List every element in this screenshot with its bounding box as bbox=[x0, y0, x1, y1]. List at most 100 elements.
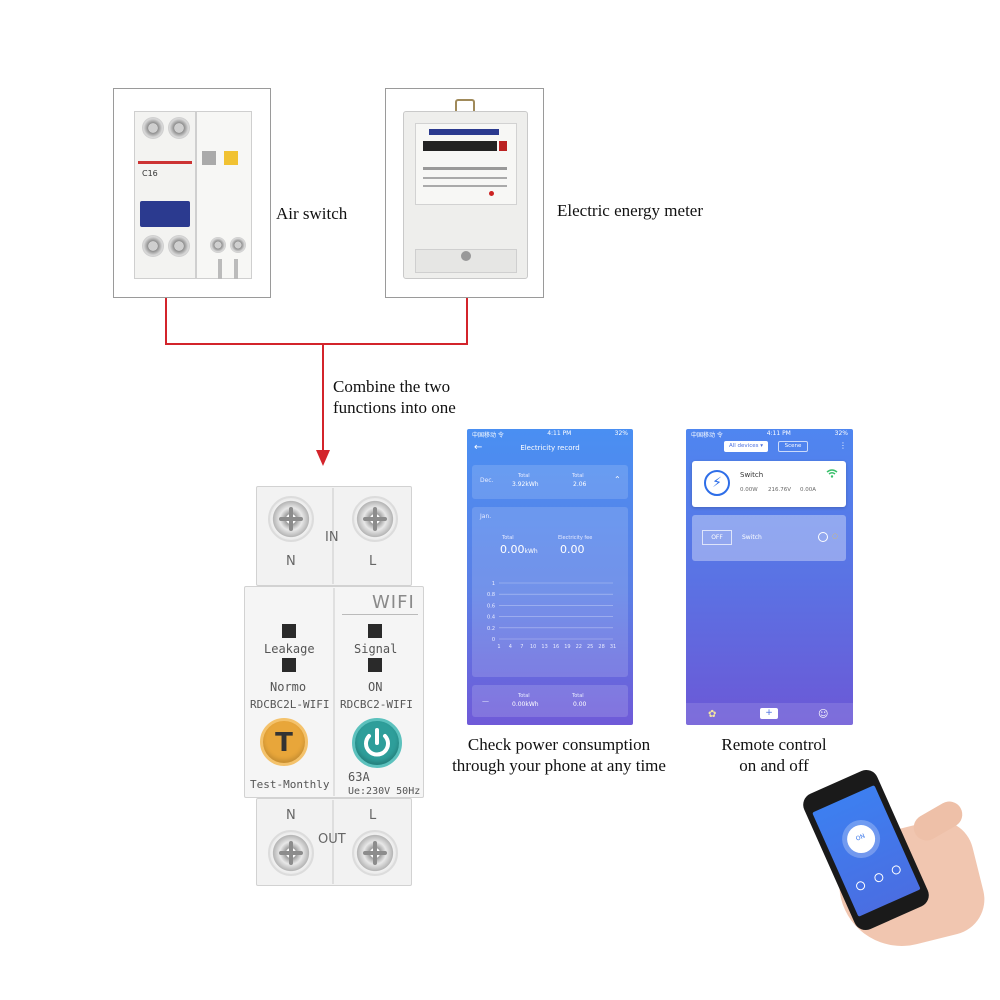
chart-x-tick: 7 bbox=[520, 644, 523, 650]
normo-label: Normo bbox=[270, 680, 307, 694]
connector-left bbox=[165, 298, 167, 344]
voltage-rating: Ue:230V 50Hz bbox=[348, 786, 421, 797]
model-left: RDCBC2L-WIFI bbox=[250, 698, 330, 711]
hand-phone-icon-row bbox=[854, 863, 903, 893]
device2-state: OFF bbox=[702, 530, 732, 545]
leakage-label: Leakage bbox=[264, 642, 315, 656]
leakage-led bbox=[282, 624, 296, 638]
n-label-bottom: N bbox=[286, 808, 296, 823]
device2-name: Switch bbox=[742, 534, 762, 541]
air-switch-frame: C16 bbox=[113, 88, 271, 298]
terminal-in-l bbox=[352, 496, 398, 542]
dec-label: Dec. bbox=[480, 477, 494, 484]
dec-cost: 2.06 bbox=[573, 481, 587, 488]
device1-voltage: 216.76V bbox=[768, 487, 792, 493]
hand-with-phone: ON bbox=[799, 766, 992, 960]
jan-fee: 0.00 bbox=[560, 543, 585, 556]
wifi-label: WIFI bbox=[372, 592, 415, 613]
chart-x-tick: 16 bbox=[553, 644, 559, 650]
terminal-out-n bbox=[268, 830, 314, 876]
status-bar: 中国移动 令 4:11 PM 32% bbox=[472, 430, 628, 439]
test-label: Test-Monthly bbox=[250, 778, 330, 791]
record-title: Electricity record bbox=[520, 444, 580, 452]
tab-scene[interactable]: Scene bbox=[778, 441, 808, 452]
air-switch-caption: Air switch bbox=[276, 204, 348, 223]
smart-breaker: IN N L WIFI Leakage Signal Normo ON RDCB… bbox=[244, 486, 424, 886]
arrow-back-icon[interactable]: ← bbox=[474, 442, 483, 453]
combine-caption-1: Combine the two bbox=[333, 377, 451, 396]
power-icon bbox=[364, 728, 390, 757]
hand-phone-on-button[interactable]: ON bbox=[842, 820, 880, 858]
device-card-on[interactable]: ⚡ Switch 0.00W 216.76V 0.00A bbox=[692, 461, 846, 507]
connector-down bbox=[322, 343, 324, 453]
chart-y-tick: 0.2 bbox=[487, 626, 495, 632]
chart-x-tick: 13 bbox=[541, 644, 547, 650]
device-card-off[interactable]: OFF Switch ◌ bbox=[692, 515, 846, 561]
consumption-caption-2: through your phone at any time bbox=[452, 756, 666, 775]
chart-x-tick: 19 bbox=[564, 644, 570, 650]
meter-image bbox=[403, 99, 528, 281]
device2-power-icon[interactable] bbox=[818, 532, 828, 542]
hand-phone-on-label: ON bbox=[854, 832, 867, 843]
model-right: RDCBC2-WIFI bbox=[340, 698, 413, 711]
air-switch-rating: C16 bbox=[142, 169, 158, 178]
dec-card[interactable]: Dec. Total 3.92kWh Total 2.06 ⌃ bbox=[472, 465, 628, 499]
device1-power: 0.00W bbox=[740, 487, 758, 493]
chart-y-tick: 0.8 bbox=[487, 592, 495, 598]
l-label-bottom: L bbox=[369, 808, 377, 823]
home-icon[interactable]: ✿ bbox=[708, 709, 717, 720]
connector-right bbox=[466, 298, 468, 344]
chart-x-tick: 10 bbox=[530, 644, 536, 650]
plus-icon[interactable]: + bbox=[760, 708, 778, 719]
chart-x-tick: 31 bbox=[610, 644, 616, 650]
power-button[interactable] bbox=[352, 718, 402, 768]
signal-led bbox=[368, 624, 382, 638]
lightning-icon: ⚡ bbox=[704, 470, 730, 496]
l-label-top: L bbox=[369, 554, 377, 569]
jan-label: Jan. bbox=[480, 513, 492, 520]
hand-phone-screen: ON bbox=[812, 785, 921, 917]
connector-horizontal bbox=[165, 343, 468, 345]
chart-x-tick: 22 bbox=[576, 644, 582, 650]
out-label: OUT bbox=[318, 832, 346, 847]
chart-y-tick: 1 bbox=[492, 581, 495, 587]
remote-caption-1: Remote control bbox=[721, 735, 827, 754]
meter-frame bbox=[385, 88, 544, 298]
more-icon[interactable]: ⋮ bbox=[839, 441, 847, 450]
status-bar-2: 中国移动 令 4:11 PM 32% bbox=[691, 430, 848, 439]
dec-kwh: 3.92kWh bbox=[512, 481, 539, 488]
bottom-card: — Total 0.00kWh Total 0.00 bbox=[472, 685, 628, 717]
chevron-up-icon[interactable]: ⌃ bbox=[614, 475, 621, 484]
meter-caption: Electric energy meter bbox=[557, 201, 703, 220]
chart-x-tick: 25 bbox=[587, 644, 593, 650]
arrow-down-icon bbox=[316, 450, 330, 466]
on-led bbox=[368, 658, 382, 672]
remote-caption-2: on and off bbox=[739, 756, 809, 775]
in-label: IN bbox=[325, 530, 339, 545]
user-icon[interactable]: ☺ bbox=[818, 709, 829, 720]
chart-x-tick: 28 bbox=[598, 644, 604, 650]
chart-x-tick: 1 bbox=[497, 644, 500, 650]
terminal-in-n bbox=[268, 496, 314, 542]
consumption-caption-1: Check power consumption bbox=[467, 735, 651, 754]
signal-label: Signal bbox=[354, 642, 398, 656]
tab-all-devices[interactable]: All devices ▾ bbox=[724, 441, 768, 452]
chart-y-tick: 0 bbox=[492, 637, 495, 643]
bottom-cost: 0.00 bbox=[573, 701, 587, 708]
normo-led bbox=[282, 658, 296, 672]
test-button[interactable]: T bbox=[260, 718, 308, 766]
phone-device-list: 中国移动 令 4:11 PM 32% All devices ▾ Scene ⋮… bbox=[686, 429, 853, 725]
chart-y-tick: 0.6 bbox=[487, 603, 495, 609]
air-switch-image: C16 bbox=[134, 111, 254, 279]
jan-card: Jan. Total 0.00kWh Electricity fee 0.00 bbox=[472, 507, 628, 677]
combine-caption-2: functions into one bbox=[333, 398, 456, 417]
chart-y-tick: 0.4 bbox=[487, 615, 495, 621]
jan-kwh: 0.00kWh bbox=[500, 543, 538, 556]
phone-electricity-record: 中国移动 令 4:11 PM 32% ← Electricity record … bbox=[467, 429, 633, 725]
chart-x-tick: 4 bbox=[509, 644, 512, 650]
current-rating: 63A bbox=[348, 770, 370, 784]
terminal-out-l bbox=[352, 830, 398, 876]
device2-wifi-icon: ◌ bbox=[832, 532, 839, 540]
n-label-top: N bbox=[286, 554, 296, 569]
